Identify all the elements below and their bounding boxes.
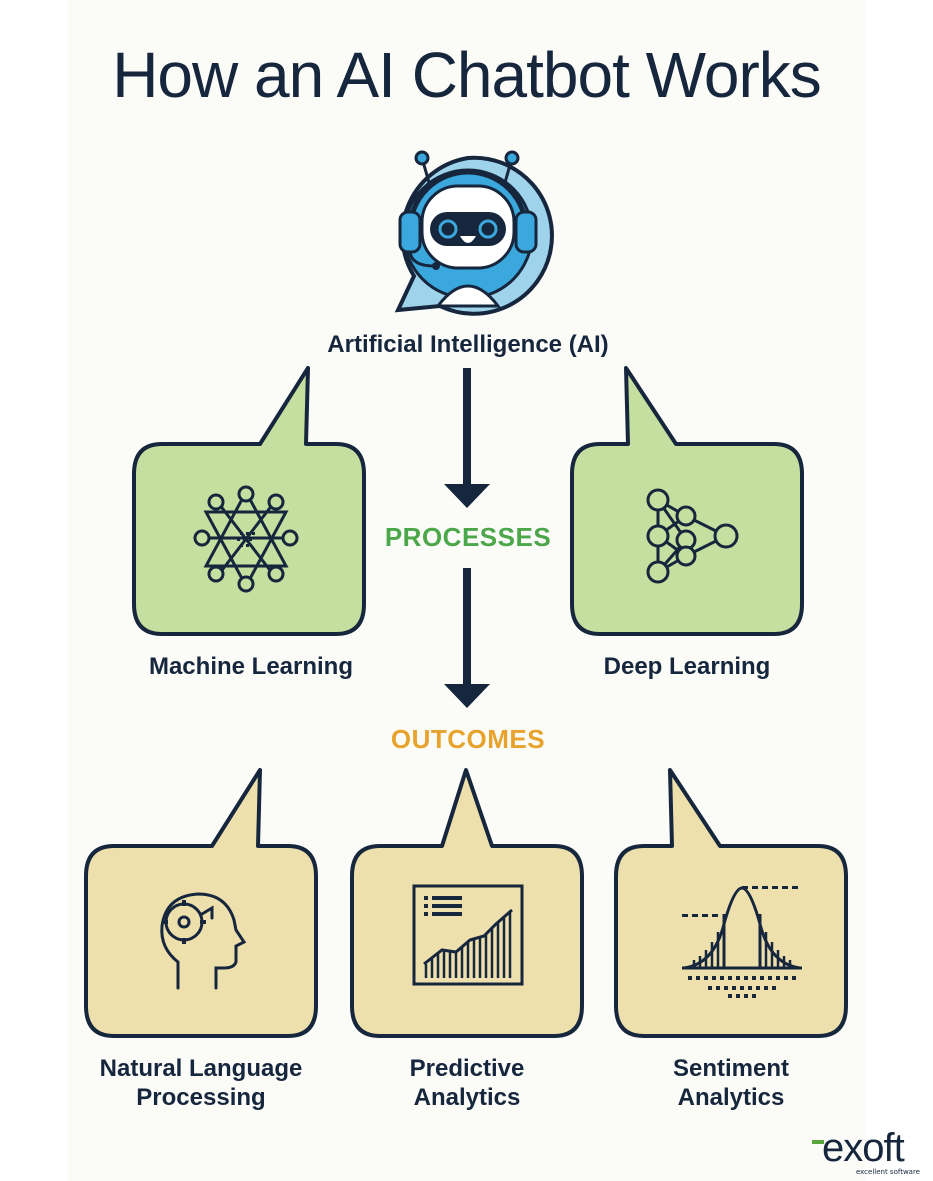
nlp-label: Natural Language Processing: [70, 1054, 332, 1112]
sentiment-analytics-label: Sentiment Analytics: [600, 1054, 862, 1112]
neural-network-icon: [193, 485, 299, 593]
processes-heading: PROCESSES: [384, 522, 552, 552]
logo-tagline: excellent software: [855, 1168, 920, 1176]
ai-label: Artificial Intelligence (AI): [327, 331, 609, 358]
predictive-label-line1: Predictive: [409, 1055, 525, 1082]
nlp-bubble: [84, 768, 318, 1038]
deep-neural-layers-icon: [646, 488, 739, 584]
sentiment-label-line1: Sentiment: [672, 1055, 789, 1082]
bell-curve-icon: [682, 886, 802, 998]
chatbot-robot-icon: [394, 150, 554, 316]
logo-dash: [812, 1140, 824, 1144]
exoft-logo: exoft excellent software: [812, 1126, 924, 1178]
page-title: How an AI Chatbot Works: [112, 39, 822, 111]
logo-wordmark: exoft: [822, 1126, 905, 1170]
head-gear-icon: [160, 892, 247, 990]
predictive-analytics-label: Predictive Analytics: [336, 1054, 598, 1112]
deep-learning-bubble: [570, 366, 804, 636]
predictive-label-line2: Analytics: [413, 1084, 521, 1111]
machine-learning-label: Machine Learning: [148, 653, 354, 680]
nlp-label-line1: Natural Language: [99, 1055, 303, 1082]
sentiment-label-line2: Analytics: [677, 1084, 785, 1111]
predictive-analytics-bubble: [350, 768, 584, 1038]
arrow-down-icon: [444, 368, 490, 508]
bar-chart-icon: [412, 884, 524, 986]
deep-learning-label: Deep Learning: [603, 653, 771, 680]
nlp-label-line2: Processing: [136, 1084, 266, 1111]
outcomes-heading: OUTCOMES: [390, 724, 546, 754]
arrow-down-icon: [444, 568, 490, 708]
